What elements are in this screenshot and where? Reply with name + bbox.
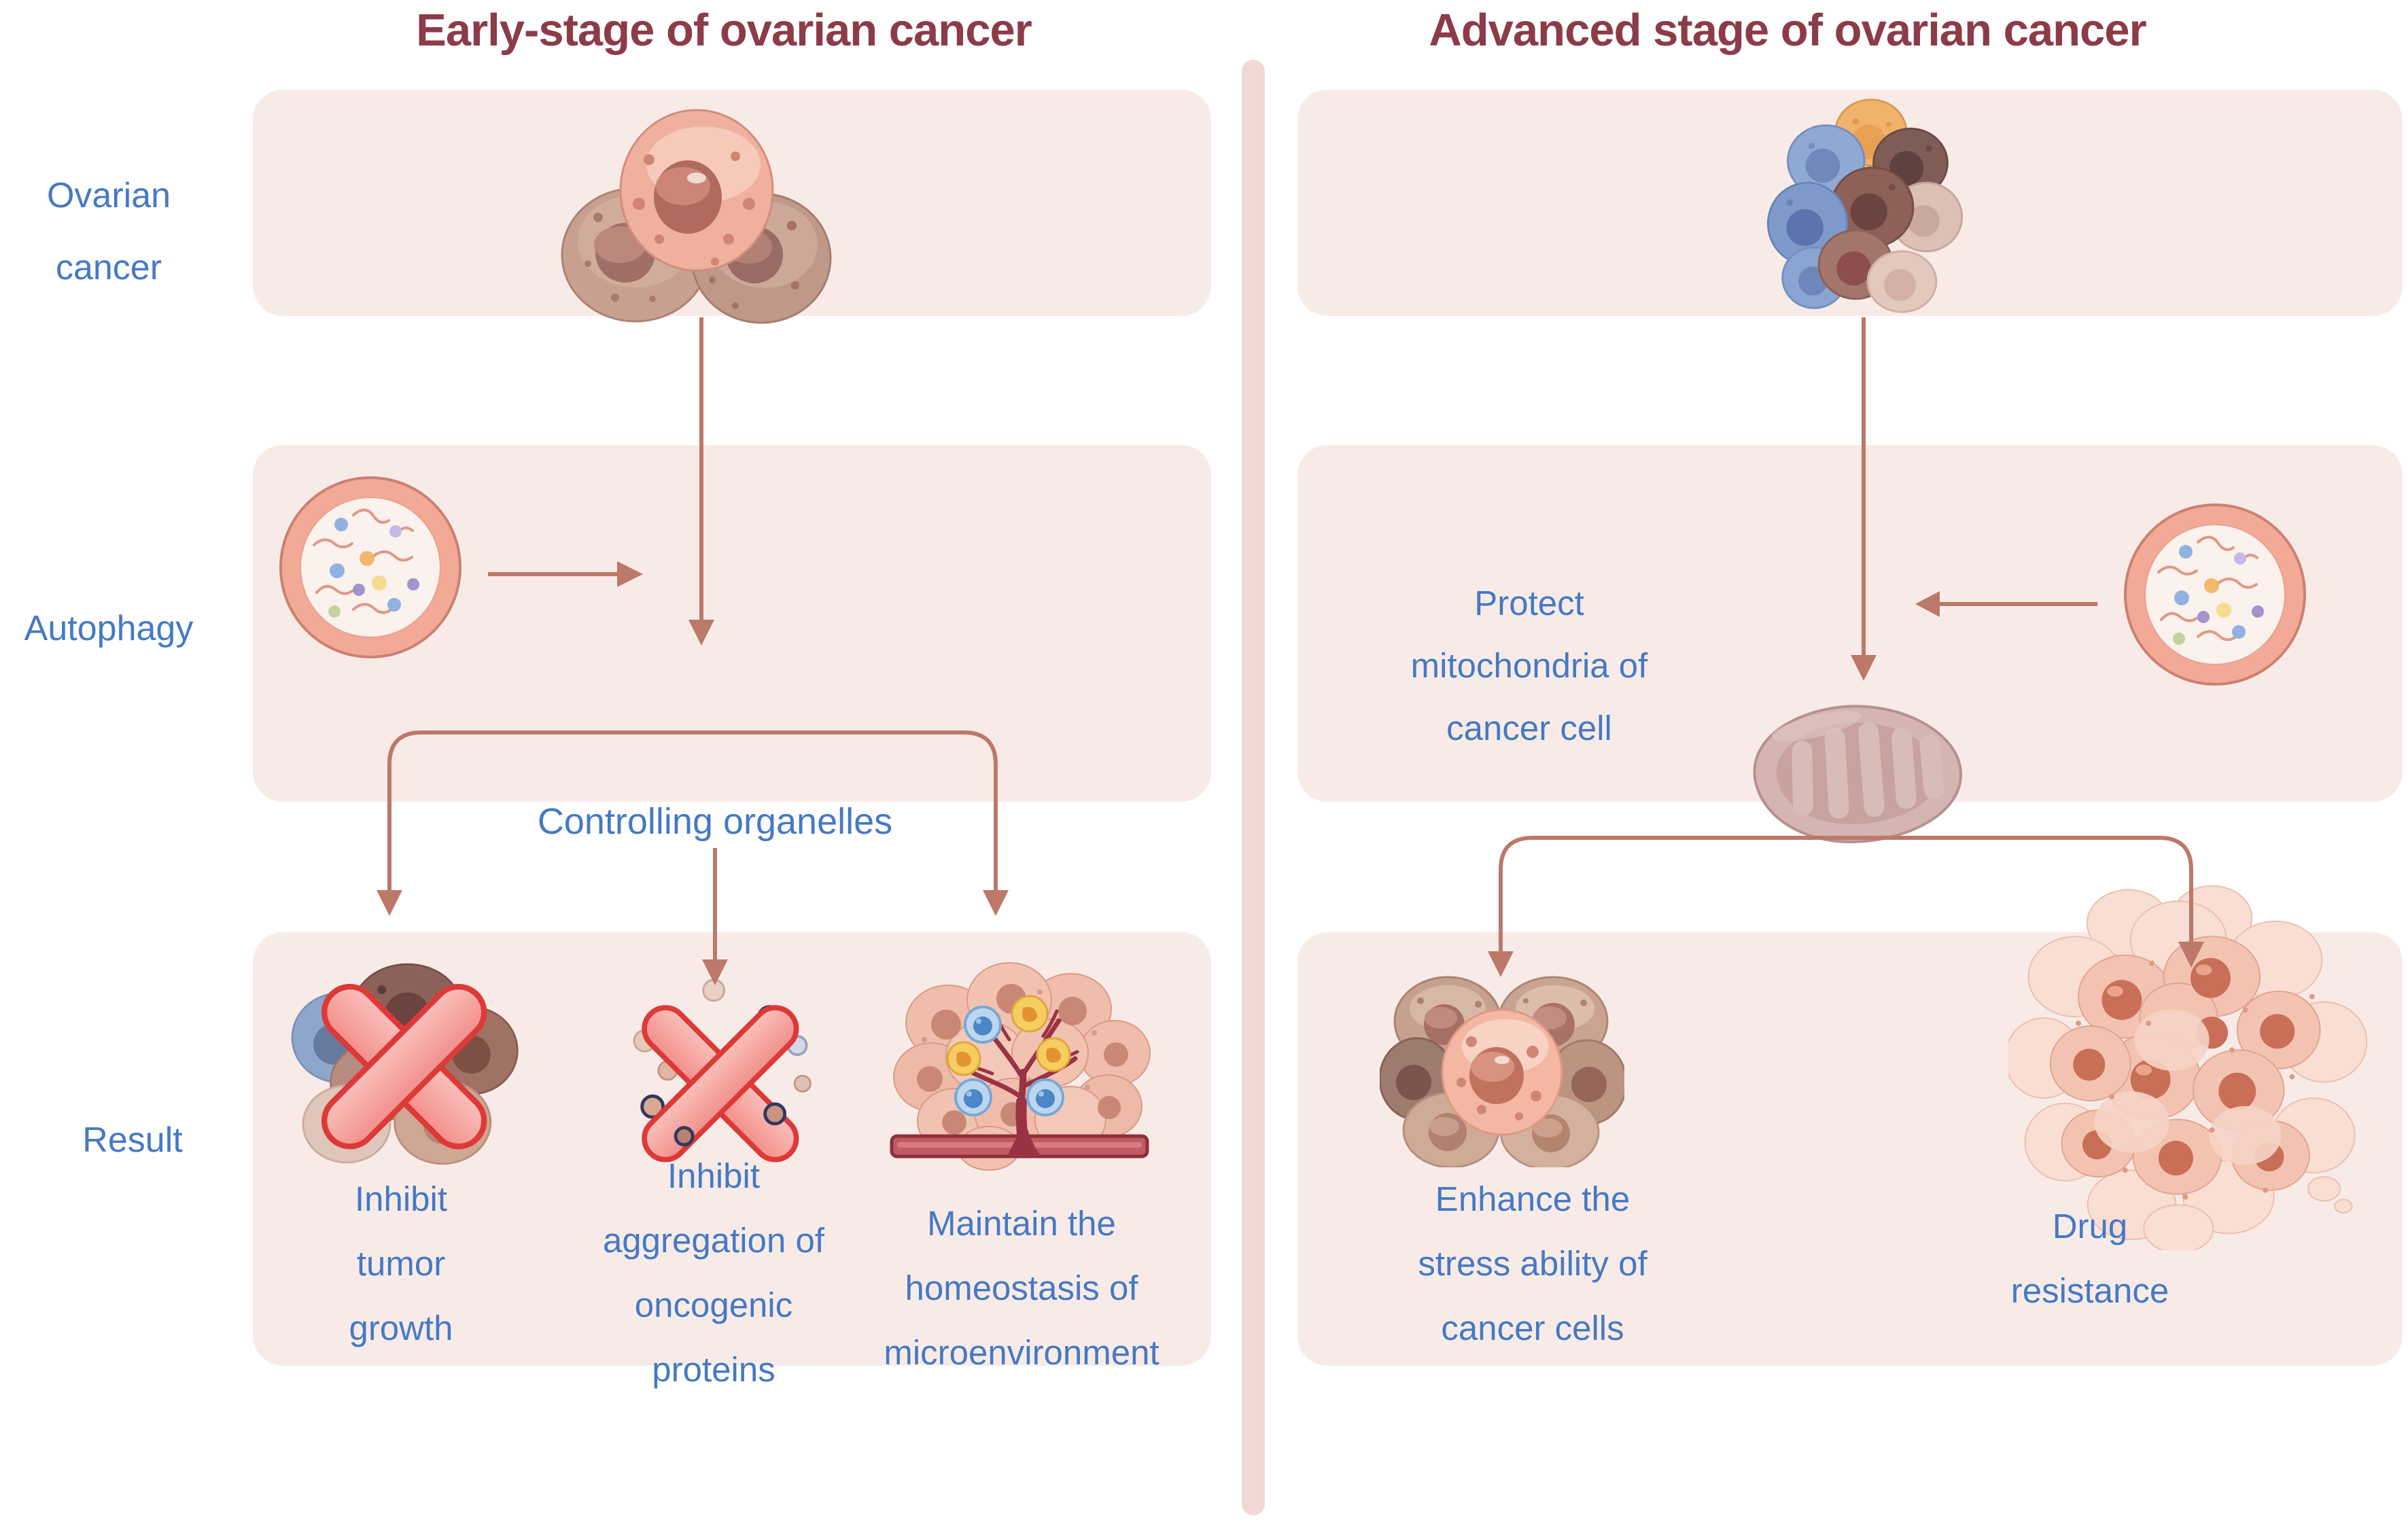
result-caption-maintain-homeostasis: Maintain the homeostasis of microenviron…	[869, 1191, 1174, 1385]
caption-line: growth	[349, 1309, 453, 1347]
result-caption-inhibit-tumor-growth: Inhibit tumor growth	[299, 1167, 503, 1360]
caption-line: Maintain the	[927, 1204, 1116, 1243]
cargo-particles	[328, 518, 419, 618]
panel-divider	[1242, 60, 1265, 1515]
autophagosome-icon-left	[279, 476, 461, 658]
row-label-autophagy: Autophagy	[3, 592, 214, 665]
row-label-line: Ovarian	[46, 176, 171, 215]
caption-line: aggregation of	[602, 1221, 825, 1260]
result-caption-inhibit-aggregation: Inhibit aggregation of oncogenic protein…	[568, 1144, 860, 1402]
ovarian-cancer-cells-icon	[561, 109, 832, 324]
caption-line: cancer cells	[1441, 1309, 1624, 1347]
label-line: mitochondria of	[1410, 646, 1648, 685]
stress-resistant-cells-icon	[1380, 976, 1624, 1167]
heterogeneous-cancer-cells-icon	[1766, 99, 1964, 313]
arrowheads	[377, 561, 2204, 985]
caption-line: homeostasis of	[905, 1269, 1138, 1307]
drug-resistant-tumor-icon	[2008, 885, 2368, 1250]
tumor-microenvironment-icon	[890, 962, 1151, 1171]
cargo-particles	[2173, 545, 2264, 645]
mitochondrion-body	[1753, 705, 1963, 844]
cristae	[1792, 722, 1944, 819]
bracket-right-panel	[1499, 836, 2193, 953]
caption-line: oncogenic	[634, 1286, 793, 1324]
red-cross	[642, 1005, 799, 1163]
cell-pink-front	[619, 109, 774, 272]
red-cross	[321, 983, 487, 1150]
mitochondrion-icon	[1753, 705, 1963, 844]
tumor-front-cells	[2094, 1009, 2282, 1165]
center-pink-cell	[1441, 1008, 1563, 1136]
inhibited-tumor-growth-icon	[291, 963, 519, 1165]
protect-mitochondria-label: Protect mitochondria of cancer cell	[1373, 572, 1686, 760]
protein-particles-front	[674, 1102, 787, 1147]
row-label-line: Result	[82, 1120, 183, 1160]
row-label-line: Autophagy	[24, 609, 194, 648]
outer-cells	[1380, 976, 1624, 1167]
caption-line: proteins	[652, 1350, 775, 1389]
caption-line: resistance	[2010, 1271, 2169, 1310]
bracket-left-panel	[387, 730, 998, 891]
result-caption-drug-resistance: Drug resistance	[1954, 1194, 2226, 1323]
caption-line: stress ability of	[1418, 1244, 1647, 1283]
immune-cells-yellow	[946, 995, 1071, 1076]
row-label-result: Result	[37, 1104, 228, 1176]
caption-line: Drug	[2052, 1207, 2128, 1245]
cell-maroon-center	[1830, 166, 1915, 248]
cargo-squiggles	[313, 508, 414, 614]
row-label-ovarian-cancer: Ovarian cancer	[14, 160, 204, 304]
caption-line: Inhibit	[354, 1180, 448, 1218]
caption-line: tumor	[356, 1244, 446, 1283]
result-caption-enhance-stress: Enhance the stress ability of cancer cel…	[1383, 1167, 1682, 1360]
cell-pale-bottom	[1866, 250, 1938, 313]
caption-line: Enhance the	[1435, 1180, 1630, 1218]
label-line: cancer cell	[1446, 709, 1612, 747]
row-label-line: cancer	[55, 248, 162, 287]
caption-line: microenvironment	[884, 1333, 1159, 1372]
left-panel-title: Early-stage of ovarian cancer	[416, 5, 1032, 56]
label-line: Protect	[1474, 584, 1584, 622]
inhibited-protein-aggregation-icon	[633, 978, 812, 1163]
caption-line: Inhibit	[667, 1156, 761, 1195]
autophagosome-icon-right	[2124, 503, 2306, 686]
controlling-organelles-label: Controlling organelles	[537, 801, 893, 842]
immune-cells-blue	[954, 1006, 1064, 1116]
right-panel-title: Advanced stage of ovarian cancer	[1429, 5, 2146, 56]
tumor-dots	[2076, 960, 2315, 1200]
